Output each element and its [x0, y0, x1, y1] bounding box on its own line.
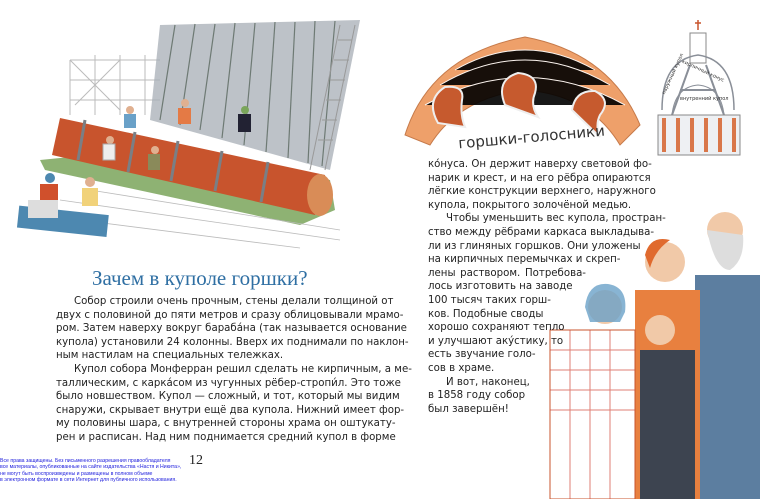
text-line: нарик и крест, и на его рёбра опираются — [428, 172, 651, 184]
label-inner-dome: внутренний купол — [680, 95, 728, 102]
text-line: купола) установили 24 колонны. Вверх их … — [56, 336, 409, 348]
copyright-line: все материалы, опубликованные на сайте и… — [0, 464, 182, 471]
dome-section-illustration: наружный купол кирпичный конус внутренни… — [657, 20, 741, 156]
text-line: и улучшают аку́стику, то — [428, 335, 564, 347]
text-line: таллическим, с карка́сом из чугунных рёб… — [56, 377, 401, 389]
ramp-planks — [159, 20, 336, 167]
arch-caption: горшки-голосники — [458, 122, 606, 153]
brick-cone — [671, 64, 725, 116]
copyright-notice: Все права защищены. Без письменного разр… — [0, 458, 186, 483]
text-line: лось изготовить на заводе — [428, 281, 573, 293]
text-line: ром. Затем наверху вокруг бараба́на (так… — [56, 323, 407, 335]
text-line: Чтобы уменьшить вес купола, простран- — [446, 213, 666, 225]
text-line: двух с половиной до пяти метров и сразу … — [56, 309, 404, 321]
inner-dome — [671, 84, 725, 116]
people-illustration — [549, 212, 760, 499]
text-line: сов в храме. — [428, 362, 495, 374]
page-number: 12 — [189, 453, 203, 468]
text-line: ли из глиняных горшков. Они уложены — [428, 240, 641, 252]
outer-dome — [661, 54, 735, 111]
granite-column — [52, 118, 333, 216]
arch-pots-illustration: горшки-голосники — [404, 36, 641, 153]
lantern — [689, 32, 707, 64]
drum-colonnade — [657, 114, 741, 156]
person-woman-headscarf — [549, 283, 636, 499]
text-line: был завершён! — [428, 403, 509, 415]
workers — [16, 99, 251, 237]
text-line: И вот, наконец, — [446, 376, 530, 388]
text-line: лены раствором. Потребова- — [428, 267, 586, 279]
copyright-line: Все права защищены. Без письменного разр… — [0, 458, 171, 464]
text-line: му половины шара, с внутренней стороны х… — [56, 418, 396, 430]
inclined-ramp — [150, 20, 360, 170]
text-line: было новшеством. Купол — сложный, и тот,… — [56, 391, 400, 403]
person-woman-dark — [640, 315, 695, 499]
text-line: есть звучание голо- — [428, 349, 536, 361]
text-line: хорошо сохраняют тепло — [428, 322, 565, 334]
columns — [662, 118, 736, 152]
text-line: в 1858 году собор — [428, 390, 526, 402]
text-line: ко́нуса. Он держит наверху световой фо- — [428, 159, 652, 170]
text-line: Собор строили очень прочным, стены делал… — [74, 296, 394, 307]
copyright-line: не могут быть воспроизведены и размещены… — [0, 470, 153, 477]
text-line: рен и расписан. Над ним поднимается сред… — [56, 431, 396, 443]
column-raising-illustration — [16, 20, 360, 249]
scaffolding — [69, 55, 160, 115]
text-line: на кирпичных перемычках и скреп- — [428, 254, 621, 266]
ramp-side-ladder — [309, 24, 356, 171]
text-line: Купол собора Монферран решил сделать не … — [74, 363, 412, 375]
text-line: лёгкие конструкции верхнего, наружного — [428, 186, 656, 198]
text-line: 100 тысяч таких горш- — [428, 294, 551, 306]
text-line: ков. Подобные своды — [428, 308, 544, 320]
left-page-body: Собор строили очень прочным, стены делал… — [56, 295, 412, 445]
right-page-body: ко́нуса. Он держит наверху световой фо- … — [428, 158, 666, 416]
dome-cross-icon — [695, 20, 701, 30]
page-heading: Зачем в куполе горшки? — [92, 266, 308, 290]
person-old-man — [695, 212, 760, 499]
copyright-line: в электронном формате в сети Интернет дл… — [0, 476, 177, 483]
text-line: снаружи, скрывает внутри ещё два купола.… — [56, 404, 405, 416]
text-line: ство между рёбрами каркаса выкладыва- — [428, 226, 655, 238]
text-line: купола, покрытого золочёной медью. — [428, 199, 632, 211]
text-line: ным настилам на специальных тележках. — [56, 350, 284, 362]
clay-pots — [431, 71, 606, 138]
